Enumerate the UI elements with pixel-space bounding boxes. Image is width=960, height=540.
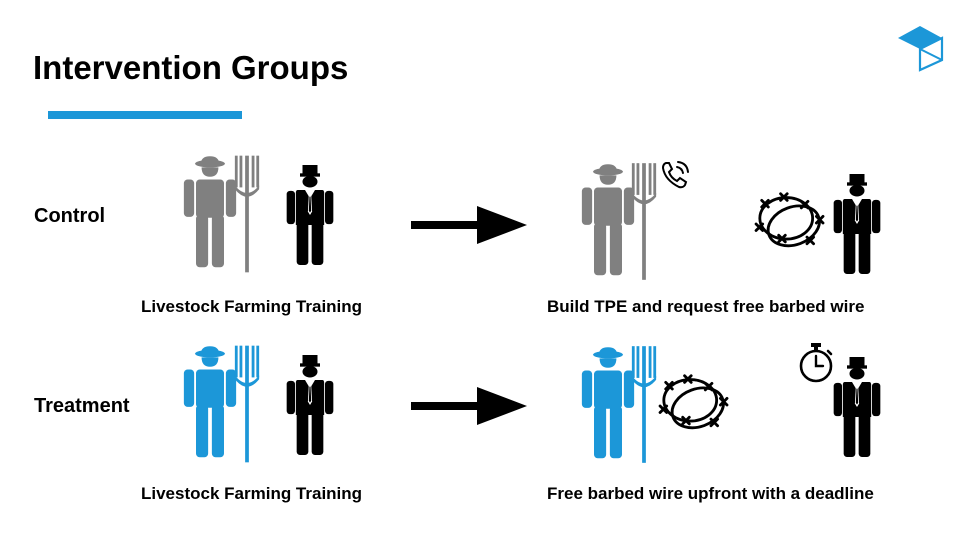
farmer-icon [182,346,238,464]
title-underline [48,111,242,119]
official-icon [832,346,882,468]
pitchfork-icon [630,343,658,466]
farmer-icon [580,347,636,465]
official-icon [832,163,882,285]
left-caption-control: Livestock Farming Training [141,297,363,316]
official-icon [285,155,335,275]
stopwatch-icon [799,343,833,383]
cube-logo-icon [898,26,944,72]
farmer-icon [580,164,636,282]
barbed-wire-icon [752,190,828,256]
right-caption-treatment: Free barbed wire upfront with a deadline [547,484,874,503]
left-caption-treatment: Livestock Farming Training [141,484,363,503]
right-arrow-icon [411,206,527,244]
pitchfork-icon [233,343,261,465]
barbed-wire-icon [656,372,732,438]
pitchfork-icon [233,153,261,275]
right-caption-control: Build TPE and request free barbed wire [547,297,865,316]
official-icon [285,345,335,465]
farmer-icon [182,156,238,274]
pitchfork-icon [630,160,658,283]
row-label-treatment: Treatment [34,395,130,417]
right-arrow-icon [411,387,527,425]
phone-call-icon [661,161,689,189]
row-label-control: Control [34,205,106,227]
page-title: Intervention Groups [33,49,349,86]
